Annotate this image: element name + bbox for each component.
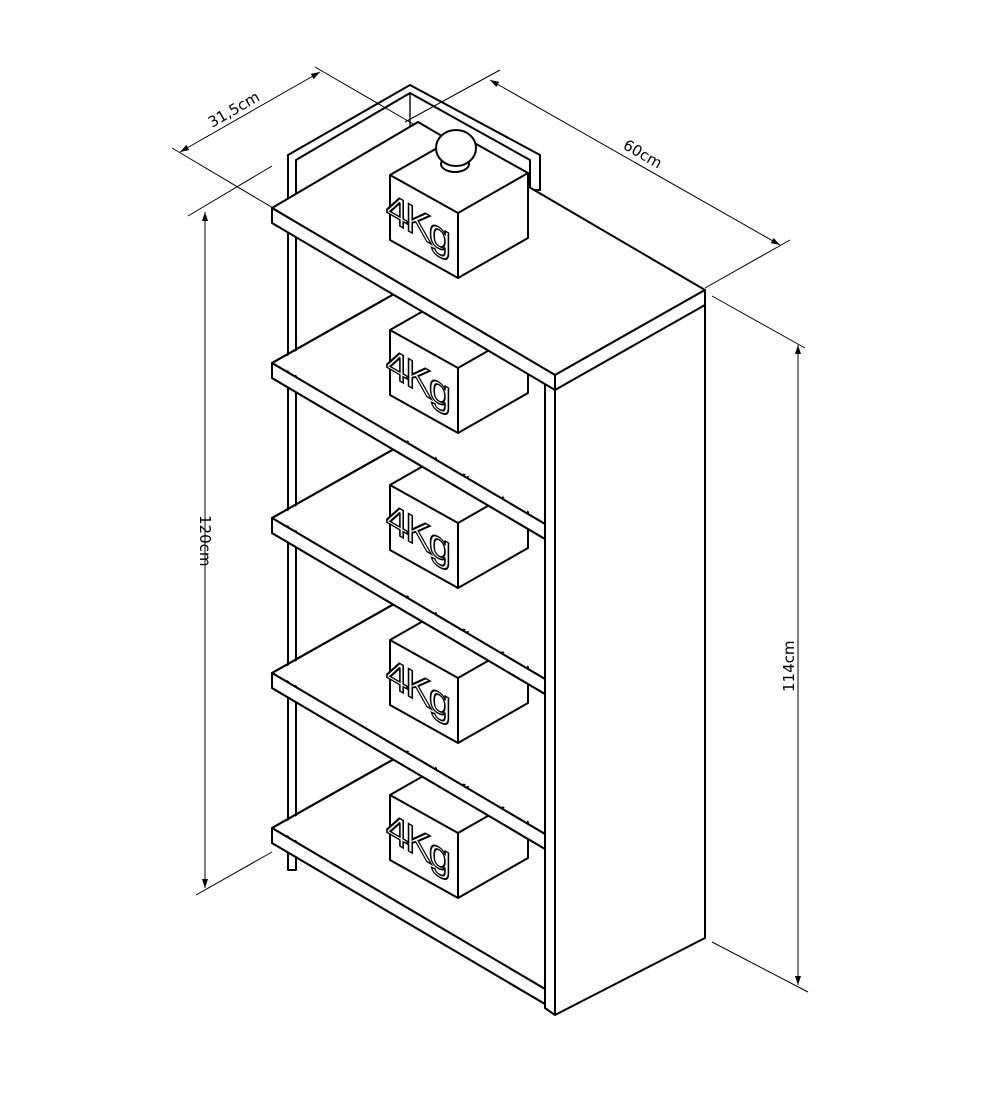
dimension-total-height: 120cm	[187, 165, 273, 896]
top-shelf: 4Kg	[271, 121, 706, 391]
knob-icon	[435, 129, 477, 167]
dimension-side-height: 114cm	[711, 295, 809, 993]
total-height-label: 120cm	[196, 515, 214, 567]
side-height-label: 114cm	[780, 641, 798, 693]
right-side-panel	[544, 289, 706, 1016]
